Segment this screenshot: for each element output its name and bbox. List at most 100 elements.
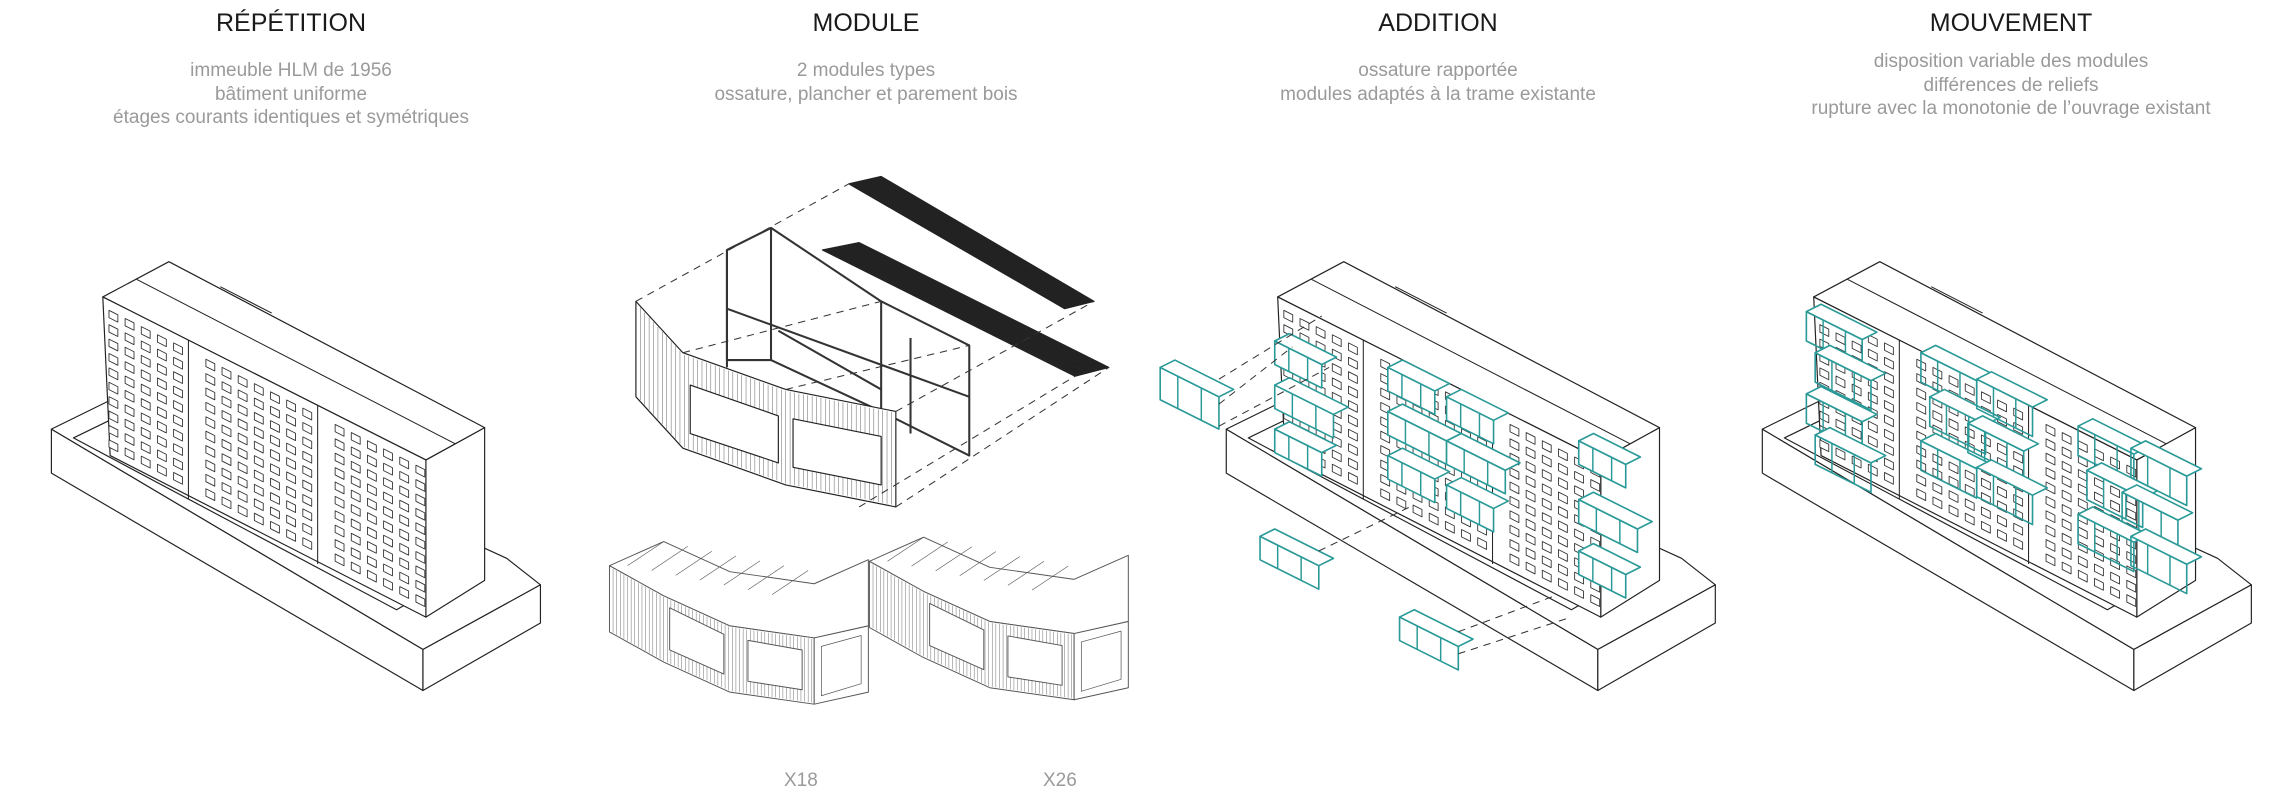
window — [1997, 529, 2007, 542]
board — [876, 177, 1091, 303]
module-count-b: X26 — [1043, 770, 1077, 791]
window — [173, 400, 183, 413]
window — [237, 461, 248, 475]
window — [173, 342, 183, 356]
window — [221, 467, 232, 481]
facade-module — [1577, 491, 1653, 554]
board — [855, 181, 1072, 308]
window — [1428, 512, 1439, 526]
window — [205, 473, 216, 487]
window — [270, 420, 280, 433]
floor-boards-lower — [821, 242, 1110, 377]
window — [124, 318, 135, 331]
window — [1980, 506, 1991, 520]
window — [108, 367, 119, 381]
explode-guide-line — [785, 344, 970, 390]
board — [862, 180, 1078, 307]
window — [124, 418, 135, 432]
window — [367, 526, 377, 540]
window — [270, 520, 280, 534]
board — [855, 242, 1106, 369]
relief-module — [1814, 426, 1887, 494]
desc-line: rupture avec la monotonie de l’ouvrage e… — [1811, 98, 2211, 119]
window — [1867, 420, 1878, 434]
window — [2126, 507, 2137, 521]
window — [1884, 472, 1894, 485]
window — [383, 477, 393, 490]
window — [1509, 553, 1520, 567]
window — [108, 410, 119, 424]
frame-outline — [725, 226, 971, 457]
window — [1477, 537, 1488, 550]
facade-module — [1577, 542, 1642, 599]
window — [1884, 457, 1894, 471]
window — [1541, 526, 1552, 540]
window — [1980, 520, 1991, 534]
window — [156, 334, 167, 348]
facade-module — [1273, 420, 1338, 477]
board — [874, 177, 1089, 304]
roof-ridge — [1847, 278, 2167, 445]
board — [863, 180, 1079, 306]
roof-step — [1394, 286, 1447, 314]
window — [1980, 492, 1991, 505]
board — [830, 247, 1084, 375]
desc-line: immeuble HLM de 1956 — [190, 60, 392, 81]
window — [1884, 400, 1894, 413]
window — [383, 491, 393, 505]
floor-joist — [699, 555, 737, 581]
board — [829, 247, 1083, 375]
window — [2110, 499, 2120, 513]
window — [302, 407, 313, 421]
module-top — [1159, 359, 1235, 398]
board — [867, 179, 1082, 305]
window — [237, 490, 248, 503]
window — [399, 542, 410, 556]
explode-guide-line — [1458, 616, 1572, 655]
panel-title: MODULE — [812, 9, 920, 37]
window — [221, 482, 232, 495]
window — [2094, 563, 2104, 577]
window — [1884, 371, 1894, 384]
board — [853, 182, 1070, 309]
window — [2013, 522, 2024, 536]
module-type-a — [608, 541, 869, 705]
window — [367, 454, 377, 468]
window — [221, 496, 232, 510]
window — [124, 332, 135, 346]
window — [334, 510, 345, 524]
window — [1948, 461, 1959, 475]
window — [1348, 371, 1358, 384]
module-top — [1273, 420, 1338, 454]
window — [2061, 432, 2072, 445]
window — [1525, 504, 1536, 517]
window — [383, 563, 393, 577]
window — [1964, 498, 1975, 512]
window — [1509, 481, 1520, 495]
window — [415, 565, 426, 579]
window — [350, 460, 361, 474]
window — [237, 475, 248, 489]
window — [1348, 443, 1358, 456]
window — [1997, 485, 2007, 499]
window — [173, 472, 183, 485]
window — [1558, 520, 1568, 534]
window — [1558, 577, 1568, 591]
window — [270, 448, 280, 462]
window — [124, 375, 135, 389]
window — [1916, 473, 1927, 487]
window — [1509, 423, 1520, 437]
panel-description: 2 modules types ossature, plancher et pa… — [586, 59, 1146, 106]
window — [1819, 439, 1830, 453]
window — [286, 442, 296, 456]
board — [852, 182, 1069, 309]
window — [286, 399, 296, 413]
window — [1525, 446, 1536, 460]
window — [237, 447, 248, 460]
board — [826, 248, 1080, 376]
board — [856, 181, 1073, 308]
module-top — [1577, 491, 1653, 530]
module-window — [669, 607, 725, 675]
window — [1574, 528, 1584, 542]
